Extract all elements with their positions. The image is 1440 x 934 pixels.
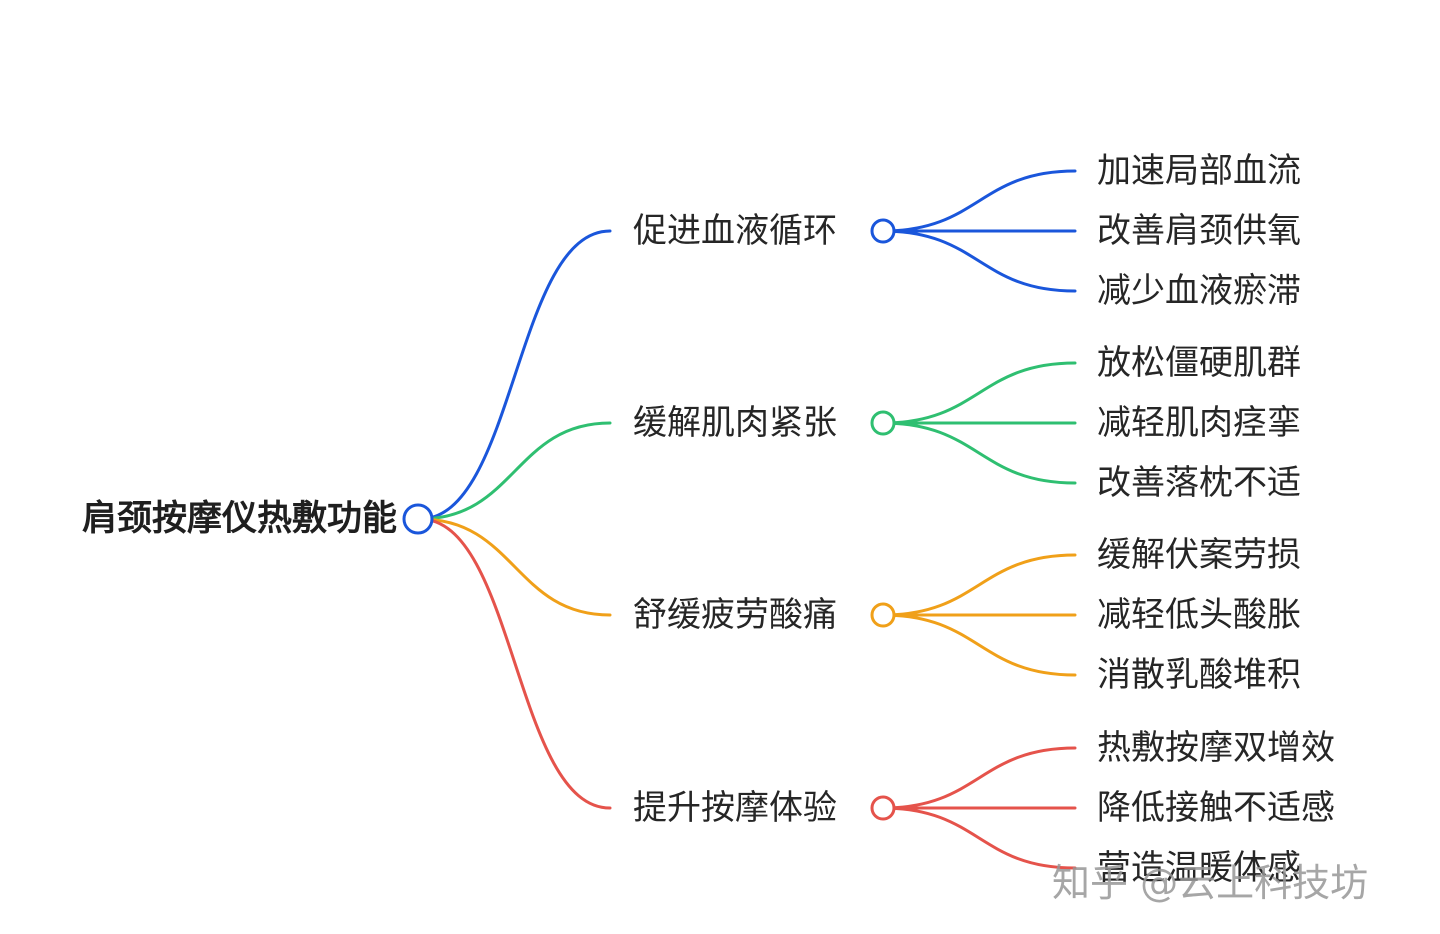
leaf-node-label-4-2: 降低接触不适感 bbox=[1097, 788, 1335, 828]
edge-branch-4-to-leaf-3 bbox=[881, 806, 1077, 870]
leaf-node-label-3-3: 消散乳酸堆积 bbox=[1097, 655, 1301, 695]
edge-root-to-branch-3 bbox=[418, 517, 612, 617]
leaf-node-label-2-1: 放松僵硬肌群 bbox=[1097, 343, 1301, 383]
edge-branch-4-to-leaf-1 bbox=[881, 746, 1077, 810]
leaf-node-label-2-2: 减轻肌肉痉挛 bbox=[1097, 403, 1301, 443]
edge-branch-3-to-leaf-1 bbox=[881, 553, 1077, 617]
leaf-node-label-1-3: 减少血液瘀滞 bbox=[1097, 271, 1301, 311]
edge-branch-1-to-leaf-3 bbox=[881, 229, 1077, 293]
leaf-node-label-4-1: 热敷按摩双增效 bbox=[1097, 728, 1335, 768]
leaf-node-label-3-2: 减轻低头酸胀 bbox=[1097, 595, 1301, 635]
branch-node-label-4: 提升按摩体验 bbox=[633, 788, 837, 828]
root-node-toggle[interactable] bbox=[402, 503, 434, 535]
edge-branch-2-to-leaf-1 bbox=[881, 361, 1077, 425]
edge-branch-2-to-leaf-3 bbox=[881, 421, 1077, 485]
leaf-node-label-2-3: 改善落枕不适 bbox=[1097, 463, 1301, 503]
edge-root-to-branch-4 bbox=[418, 517, 612, 810]
leaf-node-label-4-3: 营造温暖体感 bbox=[1097, 848, 1301, 888]
root-node-label: 肩颈按摩仪热敷功能 bbox=[82, 498, 397, 539]
branch-node-toggle-1[interactable] bbox=[870, 218, 896, 244]
mindmap-edges bbox=[418, 169, 1077, 870]
branch-node-toggle-3[interactable] bbox=[870, 602, 896, 628]
branch-node-toggle-2[interactable] bbox=[870, 410, 896, 436]
branch-node-label-2: 缓解肌肉紧张 bbox=[633, 403, 837, 443]
edge-root-to-branch-2 bbox=[418, 421, 612, 521]
branch-node-toggle-4[interactable] bbox=[870, 795, 896, 821]
branch-node-label-1: 促进血液循环 bbox=[633, 211, 837, 251]
leaf-node-label-1-1: 加速局部血流 bbox=[1097, 151, 1301, 191]
leaf-node-label-1-2: 改善肩颈供氧 bbox=[1097, 211, 1301, 251]
branch-node-label-3: 舒缓疲劳酸痛 bbox=[633, 595, 837, 635]
edge-branch-1-to-leaf-1 bbox=[881, 169, 1077, 233]
edge-branch-3-to-leaf-3 bbox=[881, 613, 1077, 677]
edge-root-to-branch-1 bbox=[418, 229, 612, 521]
leaf-node-label-3-1: 缓解伏案劳损 bbox=[1097, 535, 1301, 575]
